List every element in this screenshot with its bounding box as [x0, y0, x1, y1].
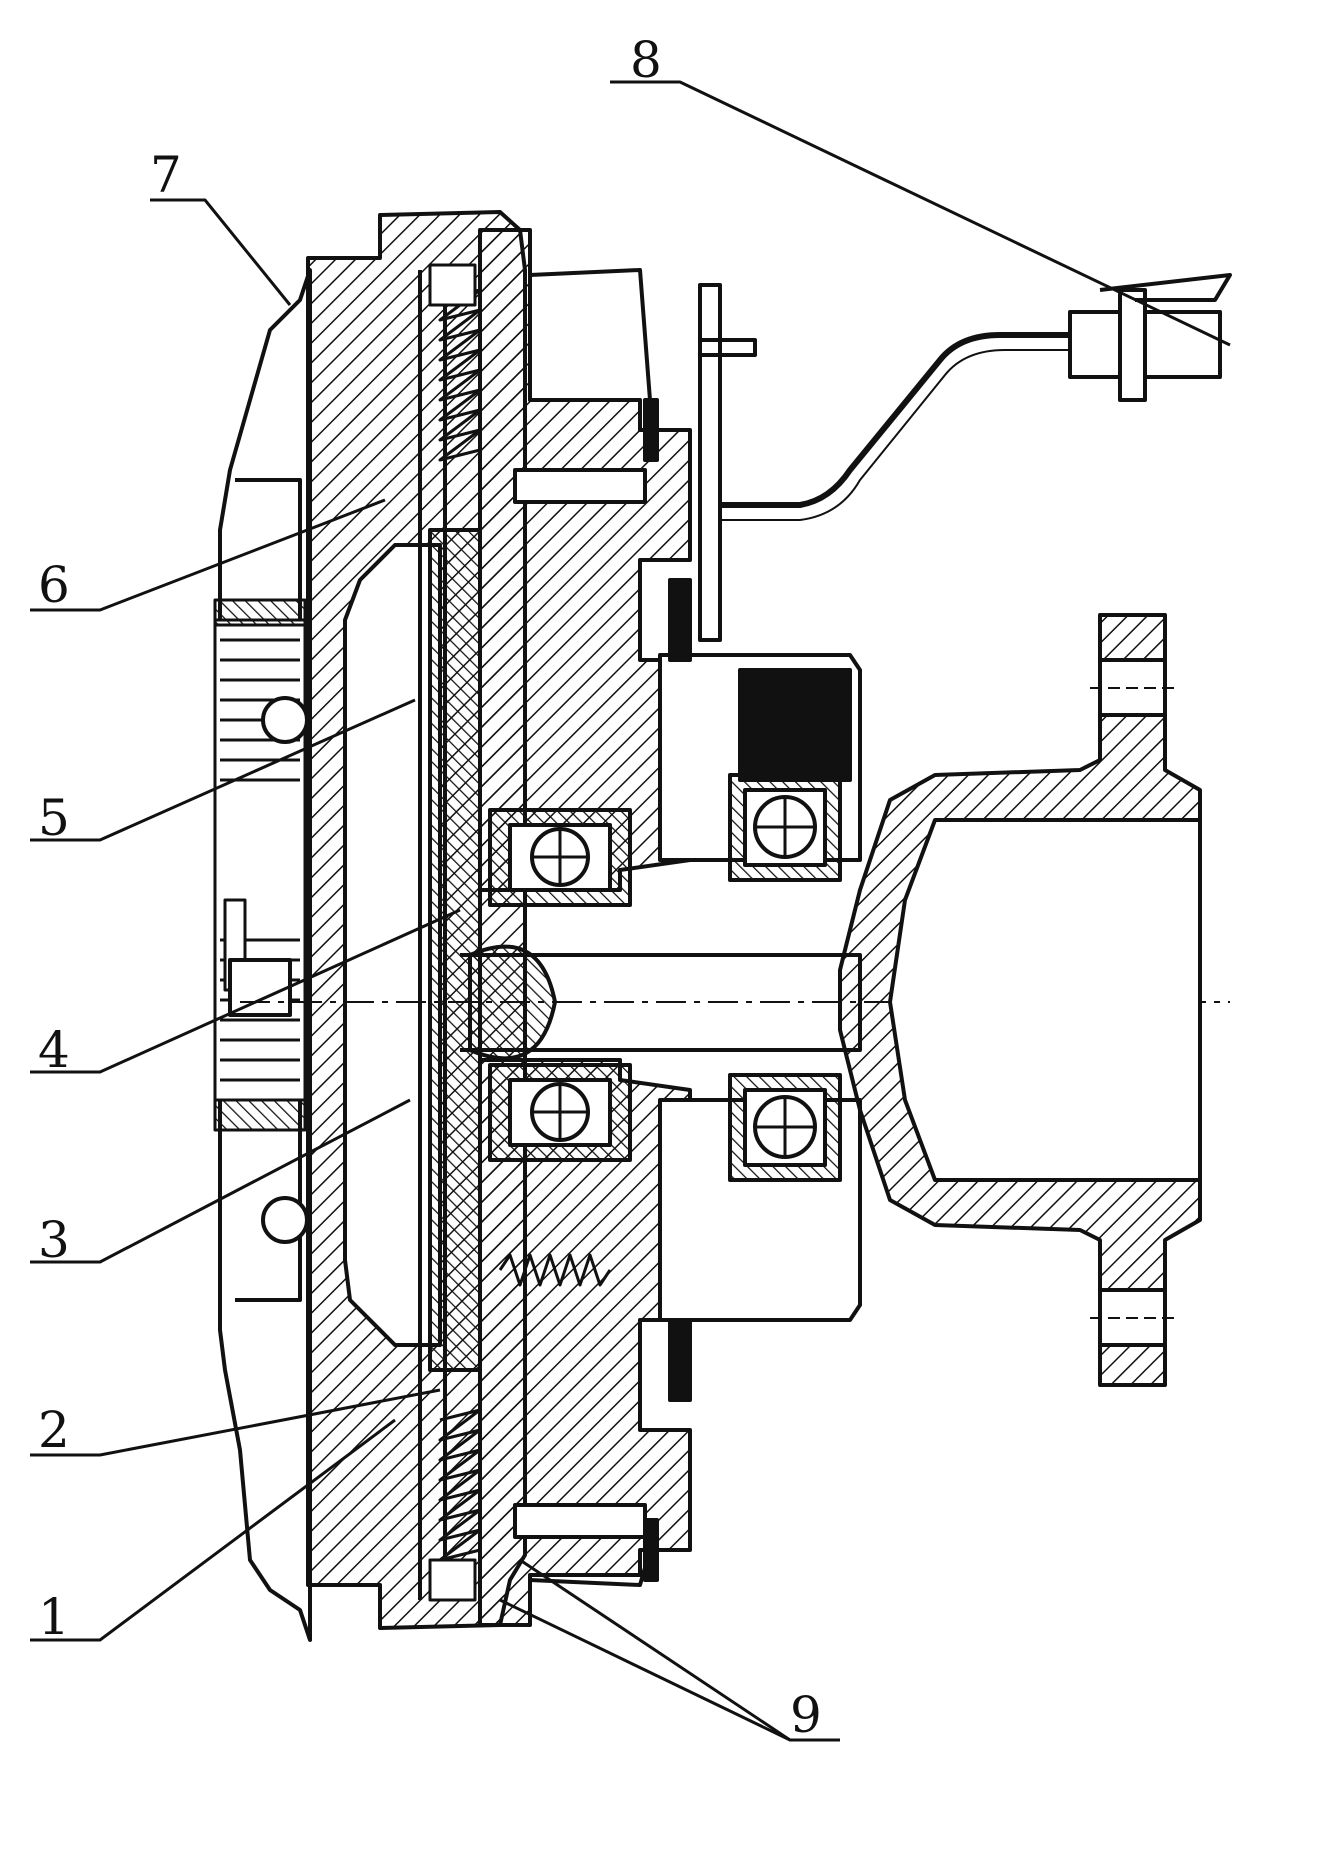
flange-inner-bore	[888, 818, 1202, 1182]
callout-8: 8	[630, 31, 662, 89]
bearing-lower-right	[728, 1073, 842, 1182]
cable-inner	[720, 349, 1070, 521]
bearing-lower-left	[488, 1063, 632, 1162]
coil-bolt-bottom	[668, 1318, 692, 1402]
leader-5	[30, 698, 416, 842]
cable	[720, 332, 1070, 508]
bolt-head-top	[643, 398, 659, 462]
connector-ring	[1118, 288, 1147, 402]
spring	[498, 1253, 612, 1287]
front-cover-lower	[478, 1058, 692, 1627]
callout-2: 2	[38, 1401, 70, 1459]
bracket-tab	[700, 338, 757, 357]
bracket-plate	[698, 283, 722, 642]
leader-4	[30, 908, 461, 1074]
valve-ball-bottom	[261, 1196, 309, 1244]
bolt-head-bottom	[643, 1518, 659, 1582]
driven-disc	[428, 528, 482, 1372]
leader-6	[30, 498, 386, 612]
callout-6: 6	[38, 556, 70, 614]
callout-1: 1	[38, 1588, 70, 1646]
callout-5: 5	[38, 789, 70, 847]
leader-3	[30, 1098, 411, 1264]
callout-7: 7	[150, 146, 182, 204]
cooling-fins	[213, 598, 307, 1132]
connector-clip	[1099, 273, 1232, 302]
valve-pin	[228, 958, 292, 1017]
leader-7	[150, 198, 292, 306]
front-cover-outline	[529, 268, 652, 401]
callout-4: 4	[38, 1021, 70, 1079]
valve-ball-top	[261, 696, 309, 744]
bolt-top	[513, 468, 647, 504]
labyrinth-top	[428, 263, 482, 462]
housing-cavity	[343, 543, 442, 1347]
leader-8	[610, 80, 1231, 347]
bolt-bottom	[513, 1503, 647, 1539]
leader-lines	[30, 80, 1231, 1742]
leader-2	[30, 1388, 441, 1457]
callout-3: 3	[38, 1211, 70, 1269]
coil-bolt-top	[668, 578, 692, 662]
bearing-upper-right	[728, 773, 842, 882]
labyrinth-bottom	[428, 1408, 482, 1602]
leader-9b	[499, 1598, 791, 1742]
bearing-upper-left	[488, 808, 632, 907]
callout-9: 9	[790, 1686, 822, 1744]
leader-1	[30, 1418, 396, 1642]
coil-winding-top	[738, 668, 852, 782]
